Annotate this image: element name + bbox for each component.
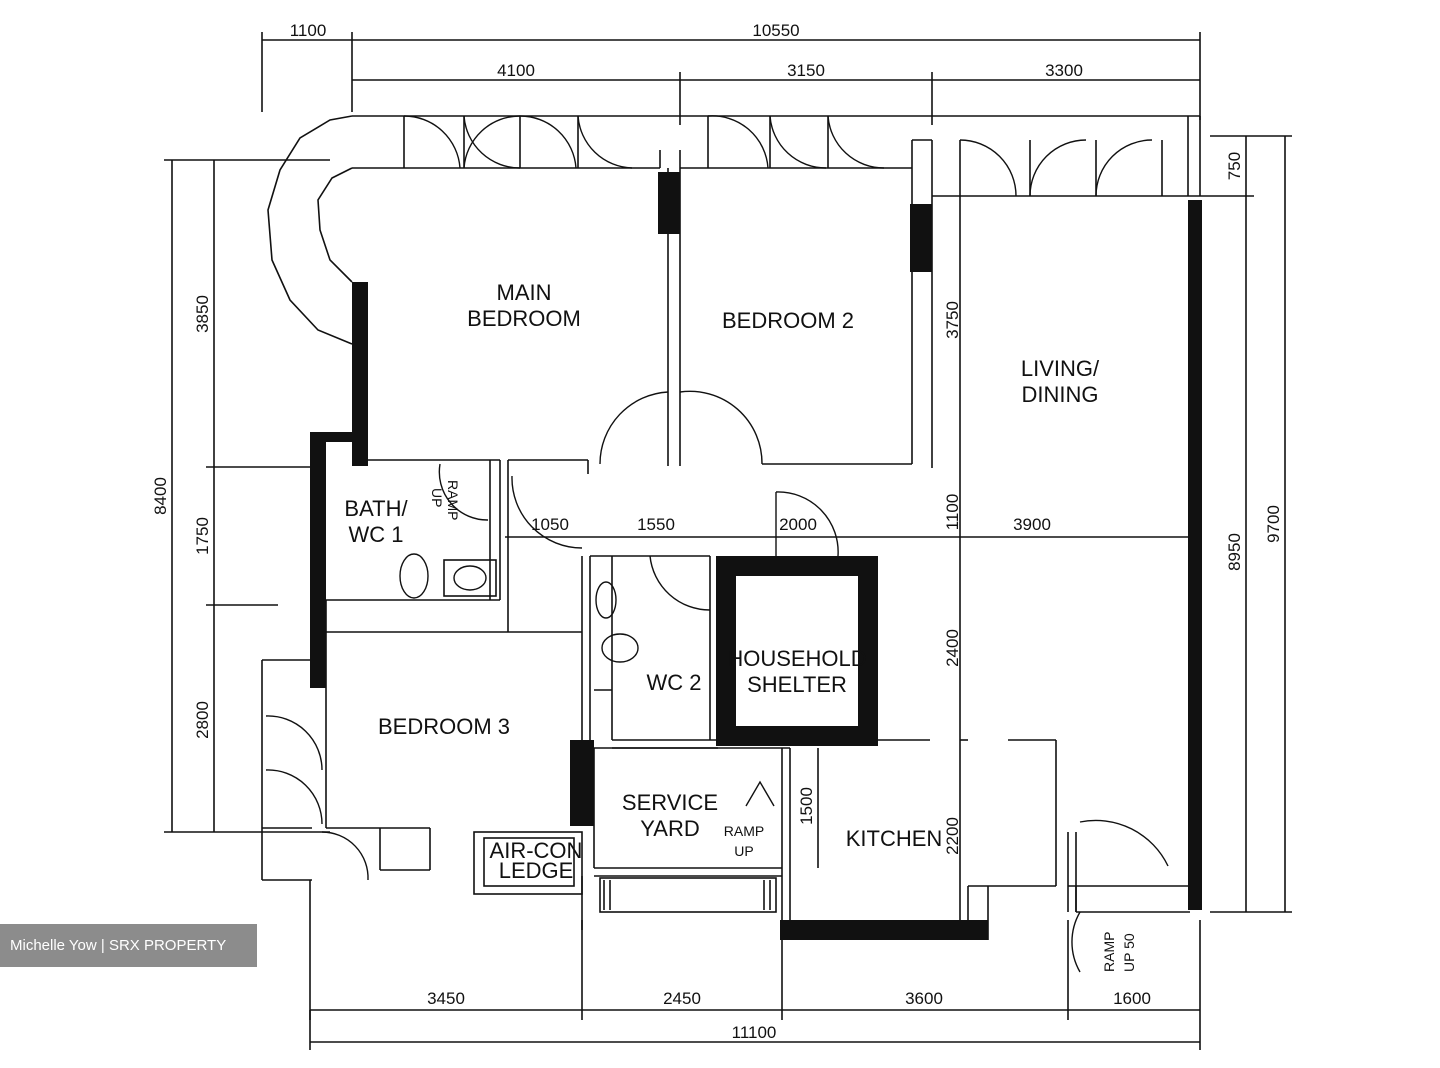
ramp-labels: RAMP UP RAMP UP RAMP UP 50	[429, 480, 1137, 972]
dimension-labels: 1100 10550 4100 3150 3300 8400 3850 1750…	[151, 21, 1283, 1042]
dim-bottom-c: 3600	[905, 989, 943, 1008]
main-bedroom-label-line1: MAIN	[497, 280, 552, 305]
dim-living: 3750	[943, 301, 962, 339]
dim-left-total: 8400	[151, 477, 170, 515]
yard-ramp-label-line2: UP	[734, 843, 753, 859]
aircon-ledge-label-line2: LEDGE	[499, 858, 574, 883]
entry-ramp-label-line1: RAMP	[1101, 932, 1117, 972]
dim-yard-v: 1500	[797, 787, 816, 825]
bedroom-2-label: BEDROOM 2	[722, 308, 854, 333]
watermark: Michelle Yow | SRX PROPERTY	[0, 924, 257, 967]
dim-top-left: 1100	[290, 21, 327, 40]
door-swings	[265, 115, 1169, 973]
dim-row-1550: 1550	[637, 515, 675, 534]
aircon-ledge-label-line1: AIR-CON	[490, 838, 583, 863]
entry-ramp-label-line2: UP 50	[1121, 933, 1137, 972]
dim-1100: 1100	[943, 494, 962, 531]
wc2-label: WC 2	[647, 670, 702, 695]
dim-bottom-a: 3450	[427, 989, 465, 1008]
dim-top-b: 3150	[787, 61, 825, 80]
dim-left-c: 2800	[193, 701, 212, 739]
dim-row-3900: 3900	[1013, 515, 1051, 534]
dim-row-1050: 1050	[531, 515, 569, 534]
bath-label-line2: WC 1	[349, 522, 404, 547]
service-yard-label-line1: SERVICE	[622, 790, 718, 815]
dim-top-c: 3300	[1045, 61, 1083, 80]
dim-bottom-d: 1600	[1113, 989, 1151, 1008]
shelter-label-line1: HOUSEHOLD	[727, 646, 866, 671]
dim-right-mid: 8950	[1225, 533, 1244, 571]
dimension-lines	[164, 32, 1292, 1050]
bath-ramp-label-line2: UP	[429, 488, 445, 507]
dim-shelter-v: 2400	[943, 629, 962, 667]
kitchen-label: KITCHEN	[846, 826, 943, 851]
living-label-line1: LIVING/	[1021, 356, 1100, 381]
bath-label-line1: BATH/	[344, 496, 408, 521]
bath-ramp-label-line1: RAMP	[445, 480, 461, 520]
dim-right-top: 750	[1225, 152, 1244, 180]
dim-top-total: 10550	[752, 21, 799, 40]
shelter-label-line2: SHELTER	[747, 672, 847, 697]
dim-bottom-b: 2450	[663, 989, 701, 1008]
dim-left-b: 1750	[193, 517, 212, 555]
shelter-interior	[736, 576, 858, 726]
yard-ramp-label-line1: RAMP	[724, 823, 764, 839]
bedroom-3-label: BEDROOM 3	[378, 714, 510, 739]
main-bedroom-label-line2: BEDROOM	[467, 306, 581, 331]
living-label-line2: DINING	[1022, 382, 1099, 407]
dim-kitchen-v: 2200	[943, 817, 962, 855]
dim-top-a: 4100	[497, 61, 535, 80]
dim-left-a: 3850	[193, 295, 212, 333]
toilet-icons	[399, 553, 639, 663]
service-yard-label-line2: YARD	[640, 816, 700, 841]
dim-right-total: 9700	[1264, 505, 1283, 543]
dim-bottom-total: 11100	[732, 1023, 777, 1042]
dim-row-2000: 2000	[779, 515, 817, 534]
room-labels: MAIN BEDROOM BEDROOM 2 LIVING/ DINING BA…	[344, 280, 1100, 883]
